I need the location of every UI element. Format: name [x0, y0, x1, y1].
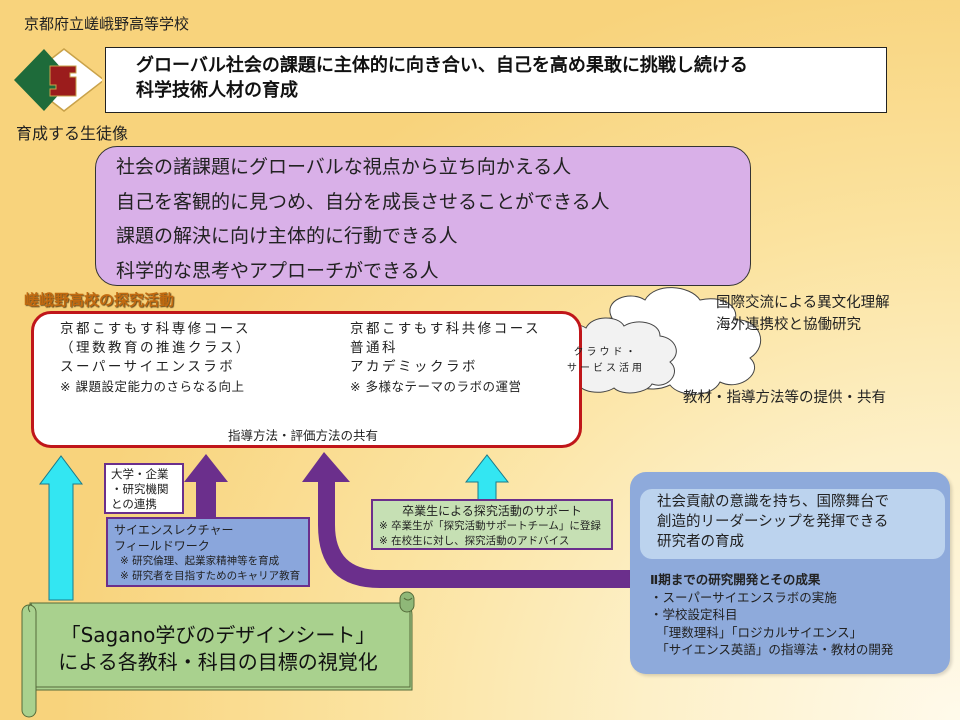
student-trait: 課題の解決に向け主体的に行動できる人: [116, 225, 458, 247]
course-general: 京都こすもす科共修コース 普通科 アカデミックラボ ※ 多様なテーマのラボの運営: [350, 320, 541, 396]
course-lab: アカデミックラボ: [350, 359, 478, 375]
cloud-line-2: サービス活用: [567, 363, 645, 374]
school-name: 京都府立嵯峨野高等学校: [24, 15, 190, 33]
course-subtitle: 普通科: [350, 340, 398, 356]
students-list: 社会の諸課題にグローバルな視点から立ち向かえる人 自己を客観的に見つめ、自分を成…: [95, 146, 751, 286]
course-specialized: 京都こすもす科専修コース （理数教育の推進クラス） スーパーサイエンスラボ ※ …: [60, 320, 252, 396]
scroll-banner-icon: [21, 591, 415, 718]
lecture-title: サイエンスレクチャー: [114, 523, 234, 537]
result-item: 「理数理科」「ロジカルサイエンス」: [650, 624, 863, 640]
alumni-support-box: 卒業生による探究活動のサポート ※ 卒業生が「探究活動サポートチーム」に登録 ※…: [371, 499, 613, 550]
researcher-goal: 社会貢献の意識を持ち、国際舞台で 創造的リーダーシップを発揮できる 研究者の育成: [640, 489, 945, 559]
goal-line-2: 創造的リーダーシップを発揮できる: [657, 514, 889, 530]
school-emblem-icon: [14, 48, 102, 112]
science-lecture-box: サイエンスレクチャー フィールドワーク ※ 研究倫理、起業家精神等を育成 ※ 研…: [106, 517, 310, 587]
cloud-service-label: クラウド・ サービス活用: [556, 345, 656, 377]
alumni-title: 卒業生による探究活動のサポート: [402, 504, 582, 518]
materials-sharing: 教材・指導方法等の提供・共有: [683, 390, 886, 406]
course-note: ※ 課題設定能力のさらなる向上: [60, 379, 245, 394]
goal-line-1: 社会貢献の意識を持ち、国際舞台で: [657, 494, 889, 510]
univ-line-2: ・研究機関: [111, 482, 169, 496]
inquiry-label: 嵯峨野高校の探究活動: [24, 291, 175, 309]
course-note: ※ 多様なテーマのラボの運営: [350, 379, 522, 394]
result-item: ・スーパーサイエンスラボの実施: [650, 589, 837, 605]
intl-line-1: 国際交流による異文化理解: [716, 295, 890, 311]
course-subtitle: （理数教育の推進クラス）: [60, 340, 252, 356]
alumni-note: ※ 卒業生が「探究活動サポートチーム」に登録: [379, 520, 601, 532]
course-title: 京都こすもす科専修コース: [60, 321, 252, 337]
cyan-arrow-left-icon: [39, 455, 83, 601]
cloud-line-1: クラウド・: [573, 347, 639, 358]
inquiry-box: [31, 311, 582, 448]
international-exchange: 国際交流による異文化理解 海外連携校と協働研究: [716, 292, 890, 336]
goal-line-3: 研究者の育成: [657, 534, 744, 550]
banner-line-2: による各教科・科目の目標の視覚化: [58, 650, 378, 674]
purple-arrow-partners-icon: [184, 454, 228, 520]
share-label: 指導方法・評価方法の共有: [228, 428, 379, 443]
student-trait: 科学的な思考やアプローチができる人: [116, 259, 439, 282]
course-title: 京都こすもす科共修コース: [350, 321, 542, 337]
design-sheet-banner: 「Sagano学びのデザインシート」 による各教科・科目の目標の視覚化: [38, 622, 398, 676]
mission-line-2: 科学技術人材の育成: [136, 80, 298, 101]
univ-line-1: 大学・企業: [111, 467, 169, 481]
research-results: Ⅱ期までの研究開発とその成果 ・スーパーサイエンスラボの実施 ・学校設定科目 「…: [650, 571, 893, 659]
result-item: 「サイエンス英語」の指導法・教材の開発: [650, 642, 894, 657]
student-trait: 社会の諸課題にグローバルな視点から立ち向かえる人: [116, 156, 572, 178]
result-item: ・学校設定科目: [650, 607, 738, 622]
banner-line-1: 「Sagano学びのデザインシート」: [60, 623, 376, 647]
university-partnership-box: 大学・企業 ・研究機関 との連携: [104, 463, 184, 514]
fieldwork-title: フィールドワーク: [114, 539, 210, 553]
student-trait: 自己を客観的に見つめ、自分を成長させることができる人: [116, 190, 610, 213]
intl-line-2: 海外連携校と協働研究: [716, 317, 861, 333]
students-label: 育成する生徒像: [16, 124, 129, 143]
cyan-arrow-right-icon: [464, 454, 510, 501]
lecture-note: ※ 研究者を目指すためのキャリア教育: [120, 570, 301, 582]
alumni-note: ※ 在校生に対し、探究活動のアドバイス: [379, 535, 570, 547]
lecture-note: ※ 研究倫理、起業家精神等を育成: [120, 555, 280, 567]
univ-line-3: との連携: [111, 497, 157, 511]
purple-arrow-curved-icon: [302, 452, 630, 588]
mission-line-1: グローバル社会の課題に主体的に向き合い、自己を高め果敢に挑戦し続ける: [136, 55, 748, 76]
mission-statement: グローバル社会の課題に主体的に向き合い、自己を高め果敢に挑戦し続ける 科学技術人…: [105, 47, 887, 113]
course-lab: スーパーサイエンスラボ: [60, 359, 236, 375]
results-heading: Ⅱ期までの研究開発とその成果: [650, 572, 821, 587]
